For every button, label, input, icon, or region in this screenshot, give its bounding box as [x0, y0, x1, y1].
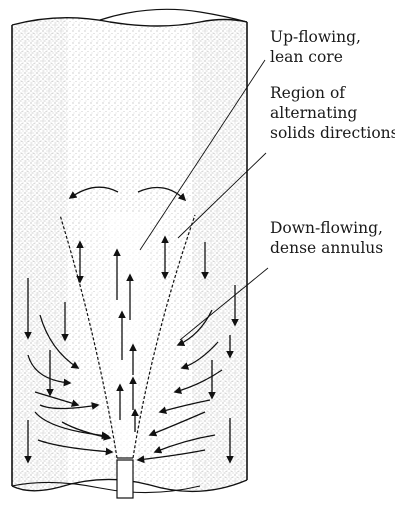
inlet-nozzle — [117, 458, 133, 498]
label-lean-core: Up-flowing, lean core — [270, 28, 366, 66]
label-dense-annulus: Down-flowing, dense annulus — [270, 219, 388, 257]
label-alternating-region: Region of alternating solids directions — [270, 84, 395, 142]
